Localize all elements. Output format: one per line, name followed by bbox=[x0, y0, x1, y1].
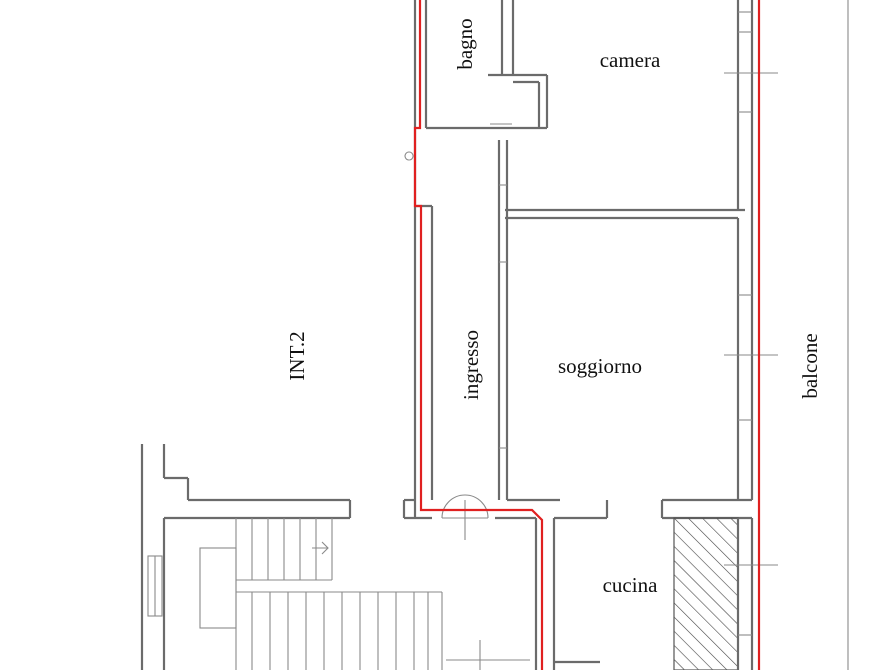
room-label-ingresso: ingresso bbox=[459, 330, 483, 400]
staircase bbox=[199, 518, 530, 670]
room-label-camera: camera bbox=[599, 48, 661, 72]
stair-treads-upper bbox=[251, 518, 333, 580]
room-label-bagno: bagno bbox=[453, 18, 477, 70]
living-room-walls bbox=[507, 210, 778, 520]
room-label-soggiorno: soggiorno bbox=[558, 354, 642, 378]
stair-treads-lower bbox=[251, 592, 429, 670]
room-label-cucina: cucina bbox=[602, 573, 658, 597]
property-boundary bbox=[413, 0, 761, 670]
bathroom-walls bbox=[413, 0, 549, 130]
room-label-balcone: balcone bbox=[798, 333, 822, 399]
stair-landing-walls bbox=[140, 444, 609, 670]
unit-label: INT.2 bbox=[285, 331, 309, 381]
kitchen-counter-hatch bbox=[673, 517, 739, 670]
bedroom-walls bbox=[505, 0, 778, 220]
kitchen-walls bbox=[554, 517, 778, 670]
